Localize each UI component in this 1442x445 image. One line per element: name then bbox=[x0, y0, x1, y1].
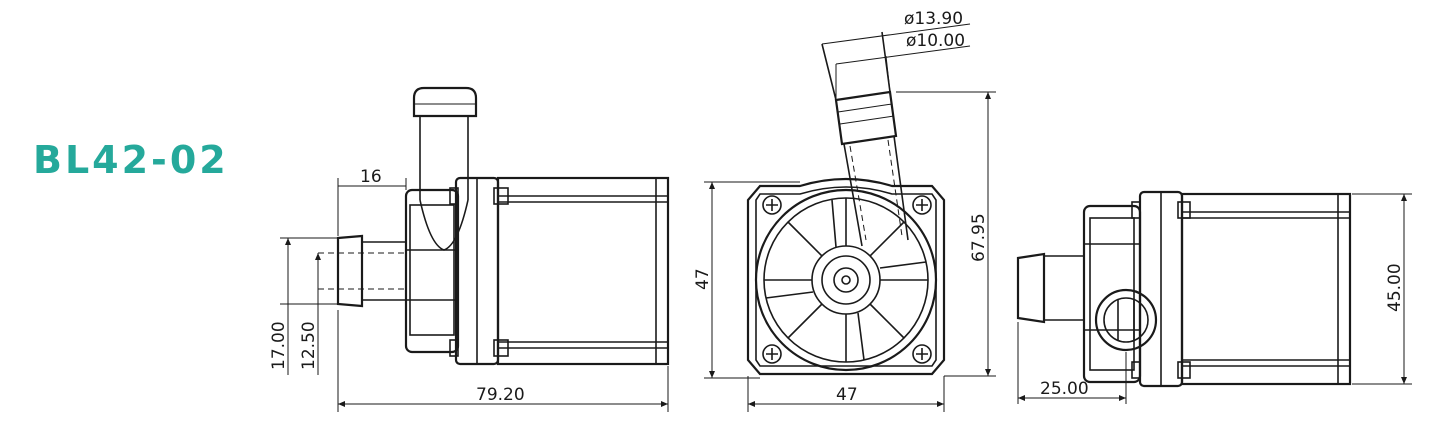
dim-outlet-inner-diameter: ø10.00 bbox=[906, 31, 965, 51]
dim-inlet-inner: 12.50 bbox=[299, 321, 319, 370]
side-view-right: 45.00 25.00 bbox=[1016, 190, 1412, 404]
dim-inlet-outer: 17.00 bbox=[269, 321, 289, 370]
dim-front-height: 47 bbox=[693, 268, 713, 290]
dim-right-offset: 25.00 bbox=[1040, 379, 1089, 399]
dim-front-width: 47 bbox=[836, 385, 858, 405]
dim-right-height: 45.00 bbox=[1385, 263, 1405, 312]
side-view-left: 16 17.00 12.50 79.20 bbox=[269, 86, 670, 412]
model-title: BL42-02 bbox=[33, 138, 229, 182]
dim-front-total-height: 67.95 bbox=[969, 213, 989, 262]
dim-inlet-length: 16 bbox=[360, 167, 382, 187]
front-view: 67.95 47 47 ø13.90 ø10.00 bbox=[693, 9, 996, 412]
dim-total-length: 79.20 bbox=[476, 385, 525, 405]
dim-outlet-outer-diameter: ø13.90 bbox=[904, 9, 963, 29]
